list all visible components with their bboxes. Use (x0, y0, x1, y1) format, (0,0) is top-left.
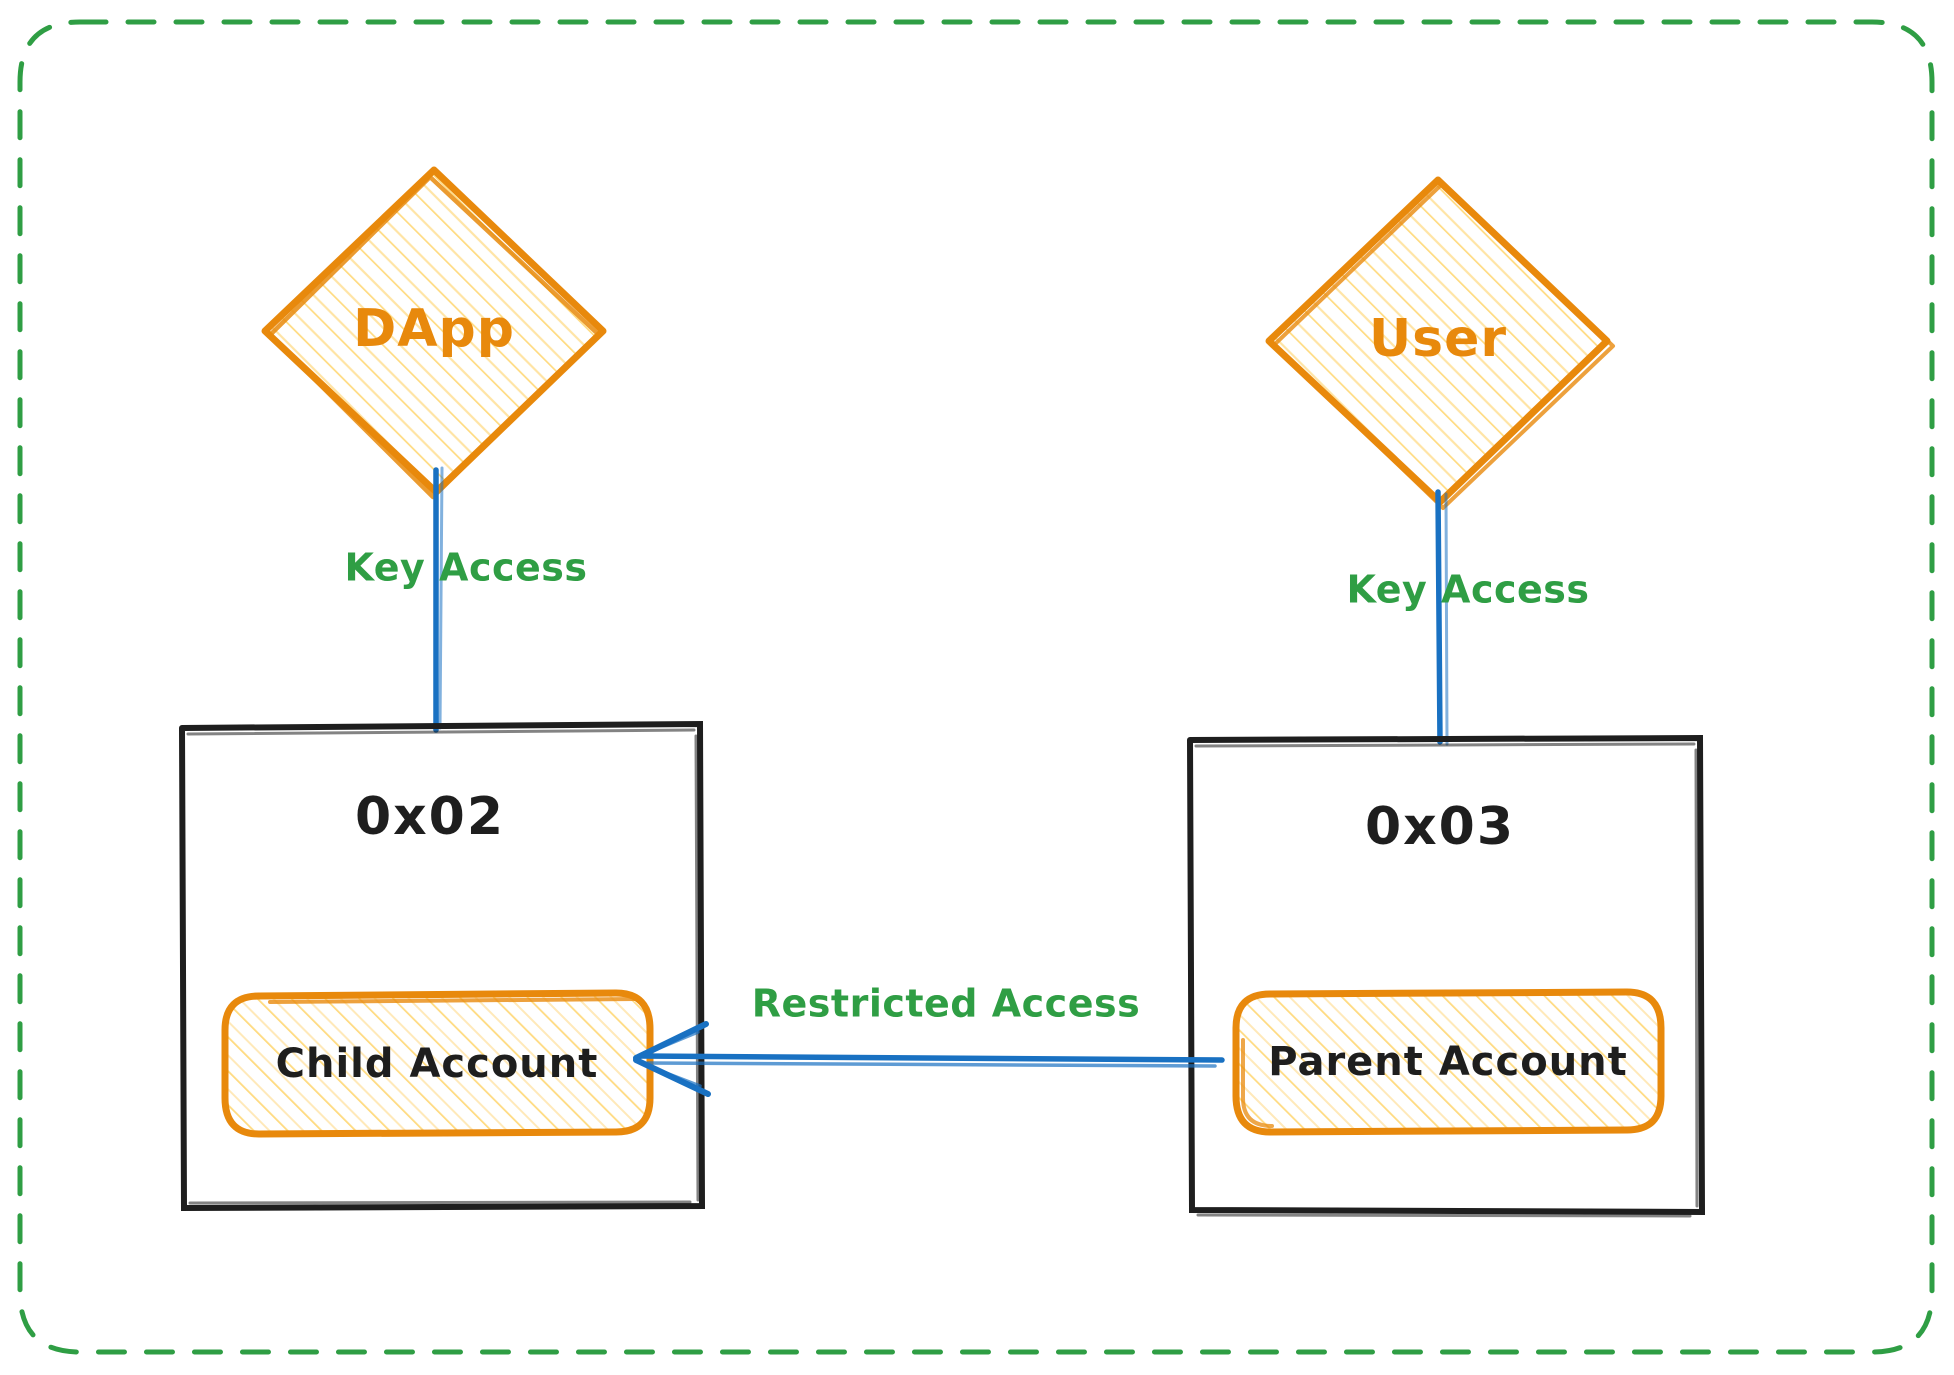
box-0x03-label: 0x03 (1365, 797, 1515, 857)
parent-account-outline-b (1241, 1038, 1274, 1128)
child-account-label: Child Account (276, 1041, 599, 1087)
user-outline-b (1272, 183, 1615, 510)
box-0x02-outline-b (186, 728, 700, 1205)
node-user[interactable]: User (1265, 176, 1615, 510)
box-0x02-outline-a (179, 720, 706, 1212)
parent-account-label: Parent Account (1268, 1039, 1628, 1085)
restricted-line-b (646, 1061, 1217, 1068)
edge-line-b (1444, 492, 1449, 746)
edge-label-key-access-left: Key Access (344, 546, 587, 590)
node-account-0x02[interactable]: 0x02 (179, 720, 706, 1212)
arrowhead-lower-b (638, 1061, 702, 1088)
child-account-fill (225, 996, 650, 1132)
outer-boundary (17, 19, 1935, 1355)
node-child-account[interactable]: Child Account (221, 989, 654, 1138)
child-account-outline-a (221, 989, 654, 1138)
arrowhead-upper-b (638, 1030, 700, 1058)
edge-line-b (438, 466, 444, 730)
box-0x03-outline-a (1187, 734, 1706, 1216)
child-account-outline-b (268, 997, 642, 1004)
node-account-0x03[interactable]: 0x03 (1187, 734, 1706, 1218)
parent-account-outline-a (1232, 988, 1665, 1136)
edge-label-key-access-right: Key Access (1346, 568, 1589, 612)
edge-label-restricted-access: Restricted Access (752, 982, 1140, 1026)
dapp-outline-b (267, 173, 601, 500)
edge-dapp-to-child[interactable]: Key Access (344, 466, 587, 733)
user-label: User (1369, 309, 1507, 369)
parent-account-fill (1236, 994, 1661, 1130)
restricted-line-a (637, 1053, 1225, 1063)
box-0x03-outline-b (1194, 742, 1699, 1218)
edge-line-a (1435, 489, 1443, 745)
box-0x02-label: 0x02 (355, 787, 505, 847)
dapp-label: DApp (353, 299, 515, 359)
node-parent-account[interactable]: Parent Account (1232, 988, 1665, 1136)
edge-parent-to-child[interactable]: Restricted Access (633, 982, 1225, 1097)
edge-user-to-parent[interactable]: Key Access (1346, 489, 1589, 746)
node-dapp[interactable]: DApp (261, 166, 607, 500)
